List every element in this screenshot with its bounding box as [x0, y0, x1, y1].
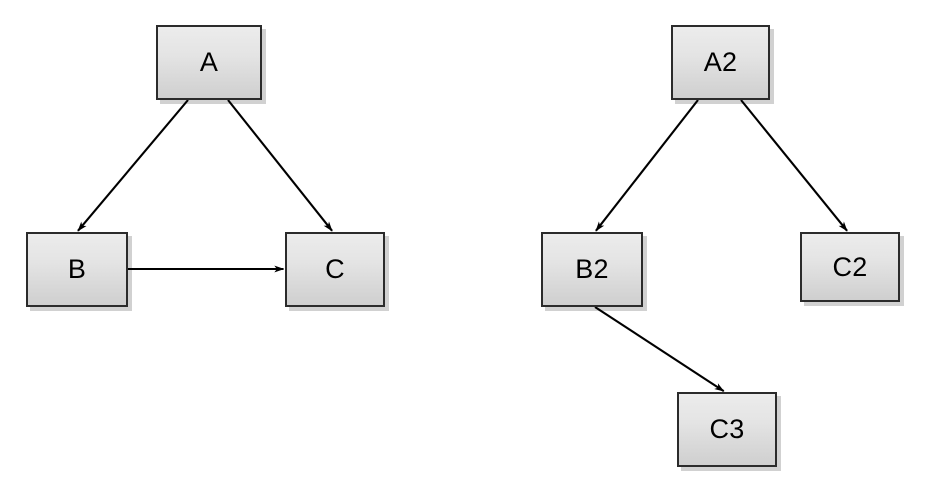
node-b[interactable]: B	[26, 232, 128, 307]
node-a2[interactable]: A2	[671, 25, 770, 100]
edge-a2-to-c2[interactable]	[740, 99, 848, 232]
edge-a-to-c[interactable]	[227, 99, 333, 232]
edges-group	[77, 99, 848, 393]
node-label-c2: C2	[832, 251, 868, 282]
node-b2[interactable]: B2	[541, 232, 643, 307]
node-c3[interactable]: C3	[677, 392, 777, 467]
node-c[interactable]: C	[285, 232, 385, 307]
node-label-c: C	[325, 254, 345, 284]
node-label-b: B	[67, 254, 87, 284]
edge-a2-to-b2[interactable]	[595, 99, 699, 232]
edge-a-to-b[interactable]	[77, 99, 189, 232]
node-label-b2: B2	[575, 254, 609, 284]
node-label-a2: A2	[703, 47, 738, 77]
node-label-c3: C3	[709, 414, 745, 444]
node-c2[interactable]: C2	[800, 232, 900, 302]
edge-b2-to-c3[interactable]	[594, 306, 725, 393]
node-label-a: A	[199, 47, 219, 77]
node-a[interactable]: A	[156, 25, 262, 100]
